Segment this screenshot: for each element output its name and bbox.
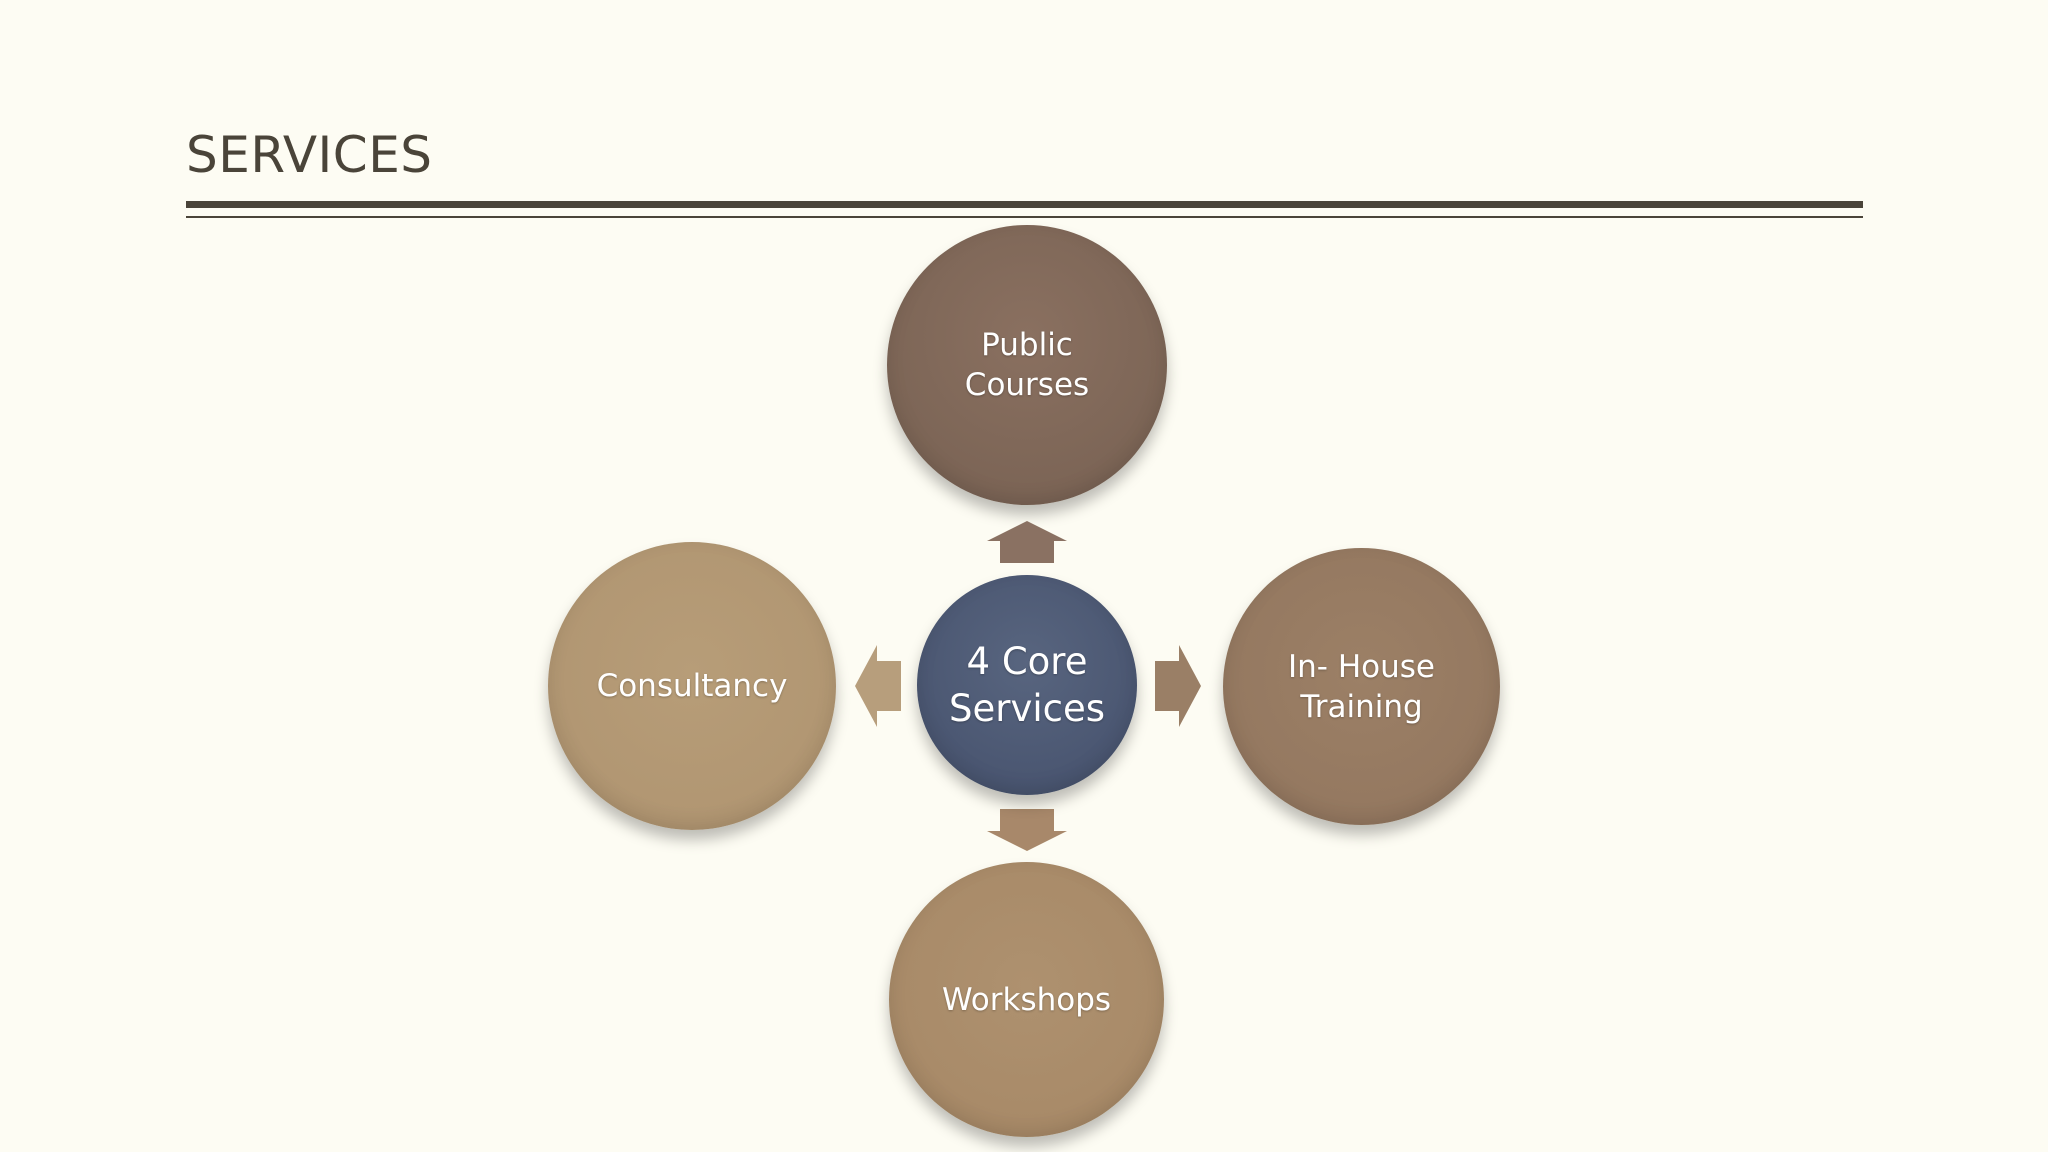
node-consultancy-label: Consultancy [596,668,788,704]
node-core-services-label: 4 Core Services [948,640,1106,730]
arrow-up-icon [987,521,1067,563]
node-public-courses-label: Public Courses [964,327,1090,403]
arrow-right-icon [1155,645,1201,727]
title-rule-thin [186,216,1863,218]
arrow-down-shape [987,809,1067,851]
node-in-house-training: In- House Training [1223,548,1500,825]
arrow-left-icon [855,645,901,727]
node-core-services: 4 Core Services [917,575,1137,795]
arrow-right-shape [1155,645,1201,727]
arrow-left-shape [855,645,901,727]
node-public-courses: Public Courses [887,225,1167,505]
node-workshops-label: Workshops [941,981,1112,1018]
arrow-up-shape [987,521,1067,563]
arrow-down-icon [987,809,1067,851]
node-in-house-training-label: In- House Training [1288,648,1435,725]
node-consultancy: Consultancy [548,542,836,830]
slide-title: SERVICES [186,126,433,184]
node-workshops: Workshops [889,862,1164,1137]
title-rule-thick [186,201,1863,208]
